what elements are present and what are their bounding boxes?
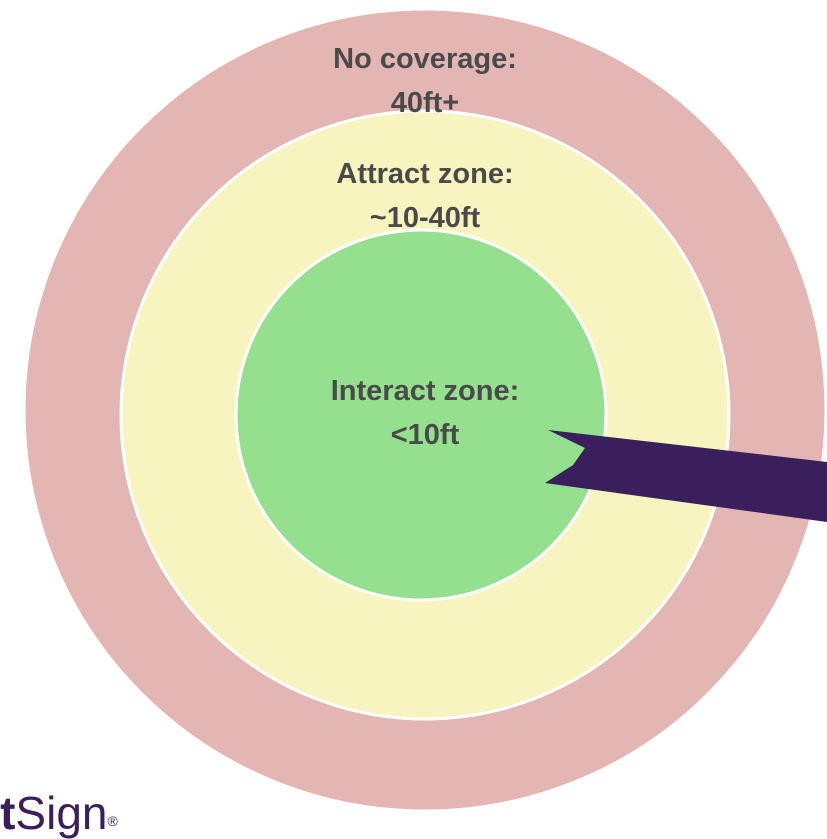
attract-zone-label: Attract zone: ~10-40ft bbox=[245, 152, 605, 240]
interact-zone-title: Interact zone: bbox=[330, 375, 520, 407]
attract-zone-title: Attract zone: bbox=[336, 158, 514, 190]
no-coverage-label: No coverage: 40ft+ bbox=[245, 37, 605, 125]
brand-logo-regular: Sign bbox=[15, 787, 108, 839]
registered-mark: ® bbox=[107, 813, 118, 829]
interact-zone-label: Interact zone: <10ft bbox=[245, 369, 605, 457]
no-coverage-title: No coverage: bbox=[333, 43, 517, 75]
interact-zone-range: <10ft bbox=[390, 419, 460, 451]
interact-zone bbox=[234, 228, 608, 602]
no-coverage-range: 40ft+ bbox=[390, 87, 460, 119]
attract-zone-range: ~10-40ft bbox=[369, 202, 481, 234]
brand-logo: htSign® bbox=[0, 790, 118, 836]
arrow-pointer-icon bbox=[545, 430, 827, 522]
brand-logo-bold: ht bbox=[0, 787, 16, 839]
